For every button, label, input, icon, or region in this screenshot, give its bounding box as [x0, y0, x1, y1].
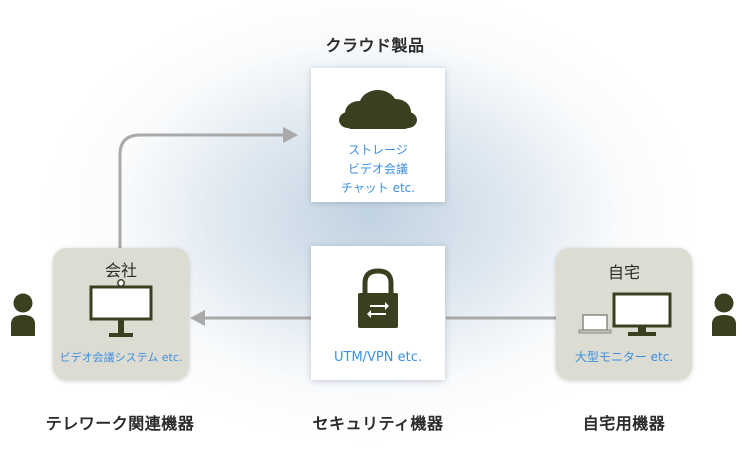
- cloud-line-chat: チャット etc.: [340, 181, 416, 195]
- cloud-line-storage: ストレージ: [348, 143, 408, 157]
- home-title: 自宅: [607, 263, 640, 282]
- telework-devices-label: テレワーク関連機器: [45, 414, 195, 433]
- video-conference-screen-icon: [89, 279, 153, 337]
- home-caption: 大型モニター etc.: [574, 350, 674, 364]
- cloud-arrowhead: [283, 127, 298, 143]
- home-box: 自宅 大型モニター etc.: [556, 248, 692, 380]
- cloud-products-label: クラウド製品: [325, 36, 425, 55]
- laptop-icon: [578, 314, 612, 334]
- person-icon: [11, 293, 35, 336]
- office-title: 会社: [104, 261, 137, 280]
- office-caption: ビデオ会議システム etc.: [59, 351, 183, 364]
- office-to-cloud-connector: [118, 133, 284, 248]
- security-devices-label: セキュリティ機器: [312, 414, 444, 433]
- home-devices-label: 自宅用機器: [582, 414, 666, 433]
- cloud-icon: [339, 90, 417, 129]
- padlock-icon: [358, 268, 398, 328]
- person-icon: [712, 293, 736, 336]
- security-box: UTM/VPN etc.: [311, 246, 445, 380]
- monitor-icon: [612, 292, 672, 336]
- cloud-line-video-conference: ビデオ会議: [347, 162, 408, 176]
- office-box: 会社 ビデオ会議システム etc.: [53, 248, 189, 380]
- security-caption: UTM/VPN etc.: [333, 350, 423, 365]
- cloud-products-box: ストレージ ビデオ会議 チャット etc.: [311, 68, 445, 202]
- office-arrowhead: [190, 310, 205, 326]
